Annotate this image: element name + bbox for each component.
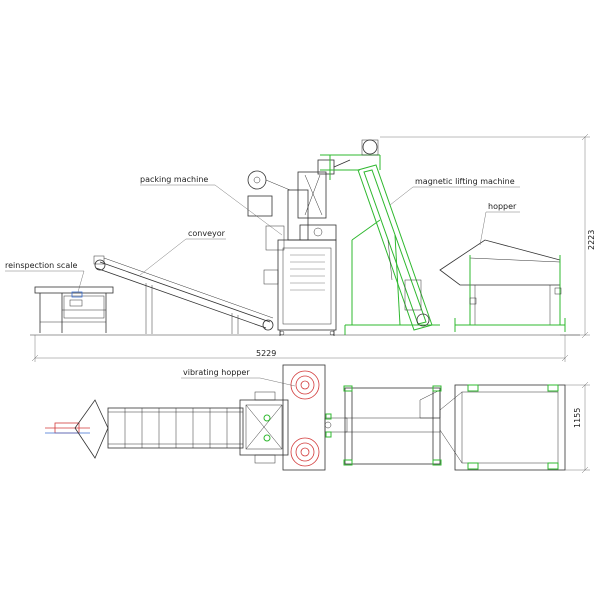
plan-lifting-machine (343, 385, 442, 466)
reinspection-scale-unit (34, 286, 114, 333)
elevation-labels: reinspection scale conveyor packing mach… (5, 175, 520, 293)
plan-conveyor (107, 407, 244, 449)
label-reinspection-scale: reinspection scale (5, 261, 77, 270)
label-hopper: hopper (488, 202, 517, 211)
label-magnetic-lifting-machine: magnetic lifting machine (415, 177, 515, 186)
magnetic-lifting-machine-unit (320, 139, 440, 335)
plan-reinspection-scale (45, 399, 109, 459)
label-vibrating-hopper: vibrating hopper (183, 368, 250, 377)
height-dimension: 2223 (380, 133, 596, 339)
width-dimension-value: 1155 (573, 408, 582, 428)
inclined-conveyor (93, 255, 274, 334)
hopper-unit (439, 239, 566, 332)
height-dimension-value: 2223 (587, 230, 596, 250)
label-conveyor: conveyor (188, 229, 226, 238)
plan-hopper (439, 384, 566, 471)
plan-packing-machine (239, 391, 289, 464)
length-dimension-value: 5229 (256, 349, 276, 358)
packing-machine-unit (247, 159, 351, 336)
length-dimension: 5229 (31, 335, 569, 362)
plan-vibrating-hopper (282, 364, 348, 471)
plan-view: 1155 vibrating hopper (45, 364, 590, 474)
width-dimension: 1155 (565, 381, 590, 474)
elevation-view: 2223 5229 (30, 133, 596, 362)
label-packing-machine: packing machine (140, 175, 208, 184)
